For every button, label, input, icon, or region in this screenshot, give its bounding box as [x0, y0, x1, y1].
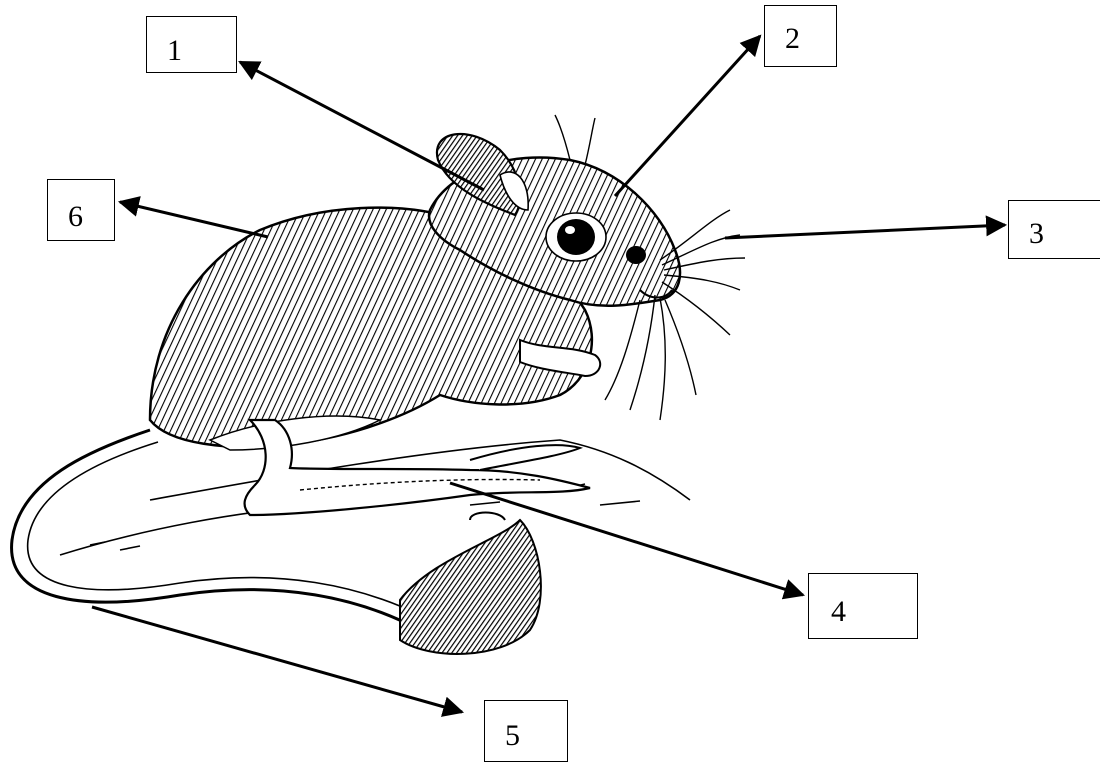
arrow-1	[240, 62, 484, 190]
label-text-3: 3	[1029, 217, 1044, 250]
arrow-2	[615, 36, 760, 196]
label-text-5: 5	[505, 719, 520, 752]
arrow-6	[120, 202, 268, 237]
label-box-1: 1	[146, 16, 237, 73]
label-text-6: 6	[68, 200, 83, 233]
label-text-2: 2	[785, 22, 800, 55]
label-box-4: 4	[808, 573, 918, 639]
label-box-6: 6	[47, 179, 115, 241]
label-box-5: 5	[484, 700, 568, 762]
label-text-1: 1	[167, 34, 182, 67]
label-text-4: 4	[831, 595, 846, 628]
arrow-3	[725, 225, 1005, 238]
label-box-2: 2	[764, 5, 837, 67]
label-box-3: 3	[1008, 200, 1100, 259]
